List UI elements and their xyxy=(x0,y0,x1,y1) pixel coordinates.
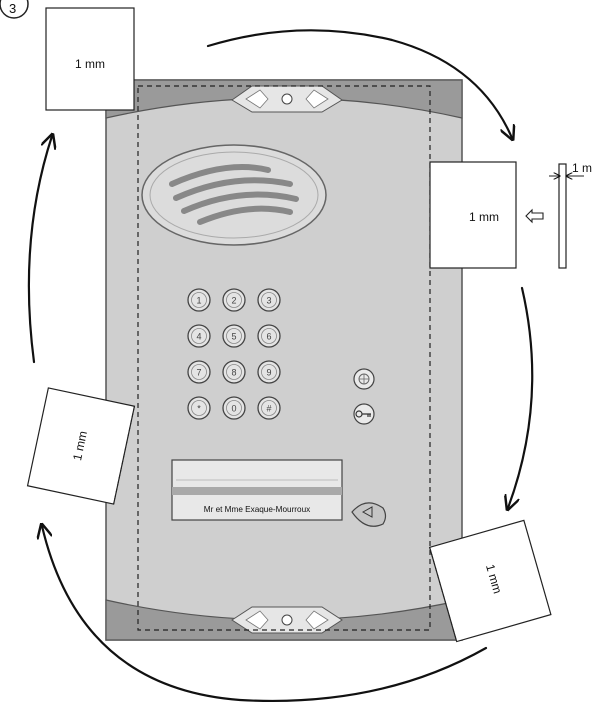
intercom-panel: 1 2 3 4 5 6 7 8 9 * 0 # Mr et Mme Exaque-Mourroux xyxy=(105,79,463,641)
tape-top-left: 1 mm xyxy=(45,7,135,111)
keypad-key-label: # xyxy=(266,404,271,414)
arrow-curve-left xyxy=(27,136,52,364)
keypad-key-hash[interactable]: # xyxy=(257,396,281,420)
tape-left-middle: 1 mm xyxy=(26,387,136,505)
keypad-key-label: 0 xyxy=(231,404,236,414)
tape-label: 1 mm xyxy=(75,57,105,71)
name-plate: Mr et Mme Exaque-Mourroux xyxy=(171,459,343,521)
step-number-badge: 3 xyxy=(0,0,29,19)
keypad-key-label: 8 xyxy=(231,368,236,378)
keypad-key-label: * xyxy=(197,404,201,414)
thickness-label: 1 m xyxy=(572,161,592,175)
keypad-key-7[interactable]: 7 xyxy=(187,360,211,384)
keypad-key-5[interactable]: 5 xyxy=(222,324,246,348)
call-button[interactable] xyxy=(351,502,387,527)
arrow-curve-top xyxy=(206,29,512,138)
keypad-key-label: 2 xyxy=(231,296,236,306)
keypad-key-label: 5 xyxy=(231,332,236,342)
keypad-key-0[interactable]: 0 xyxy=(222,396,246,420)
screw-icon xyxy=(281,93,293,105)
tape-label: 1 mm xyxy=(70,430,90,462)
keypad: 1 2 3 4 5 6 7 8 9 * 0 # xyxy=(187,288,281,420)
keypad-key-star[interactable]: * xyxy=(187,396,211,420)
top-screw-cover xyxy=(231,85,343,113)
bottom-screw-cover xyxy=(231,606,343,634)
key-button[interactable] xyxy=(353,403,375,425)
bell-button[interactable] xyxy=(353,368,375,390)
keypad-key-8[interactable]: 8 xyxy=(222,360,246,384)
keypad-key-9[interactable]: 9 xyxy=(257,360,281,384)
arrow-curve-bottom xyxy=(42,526,488,703)
tape-right-middle: 1 mm xyxy=(429,161,517,269)
keypad-key-label: 4 xyxy=(196,332,201,342)
nameplate-text: Mr et Mme Exaque-Mourroux xyxy=(204,505,310,514)
keypad-key-label: 6 xyxy=(266,332,271,342)
step-number: 3 xyxy=(9,1,16,16)
speaker-grille xyxy=(141,144,327,246)
tape-label: 1 mm xyxy=(469,210,499,224)
keypad-key-2[interactable]: 2 xyxy=(222,288,246,312)
keypad-key-4[interactable]: 4 xyxy=(187,324,211,348)
tape-bottom-right: 1 mm xyxy=(428,519,552,643)
tape-thickness-strip: 1 m xyxy=(549,161,592,269)
keypad-key-6[interactable]: 6 xyxy=(257,324,281,348)
keypad-key-3[interactable]: 3 xyxy=(257,288,281,312)
keypad-key-label: 1 xyxy=(196,296,201,306)
sequence-arrows xyxy=(27,29,534,703)
arrow-curve-right xyxy=(508,286,534,508)
keypad-key-label: 9 xyxy=(266,368,271,378)
keypad-key-label: 3 xyxy=(266,296,271,306)
keypad-key-label: 7 xyxy=(196,368,201,378)
screw-icon xyxy=(281,614,293,626)
dashed-outline xyxy=(137,85,431,631)
keypad-key-1[interactable]: 1 xyxy=(187,288,211,312)
arrow-left-icon xyxy=(525,208,544,224)
key-icon xyxy=(355,410,371,418)
